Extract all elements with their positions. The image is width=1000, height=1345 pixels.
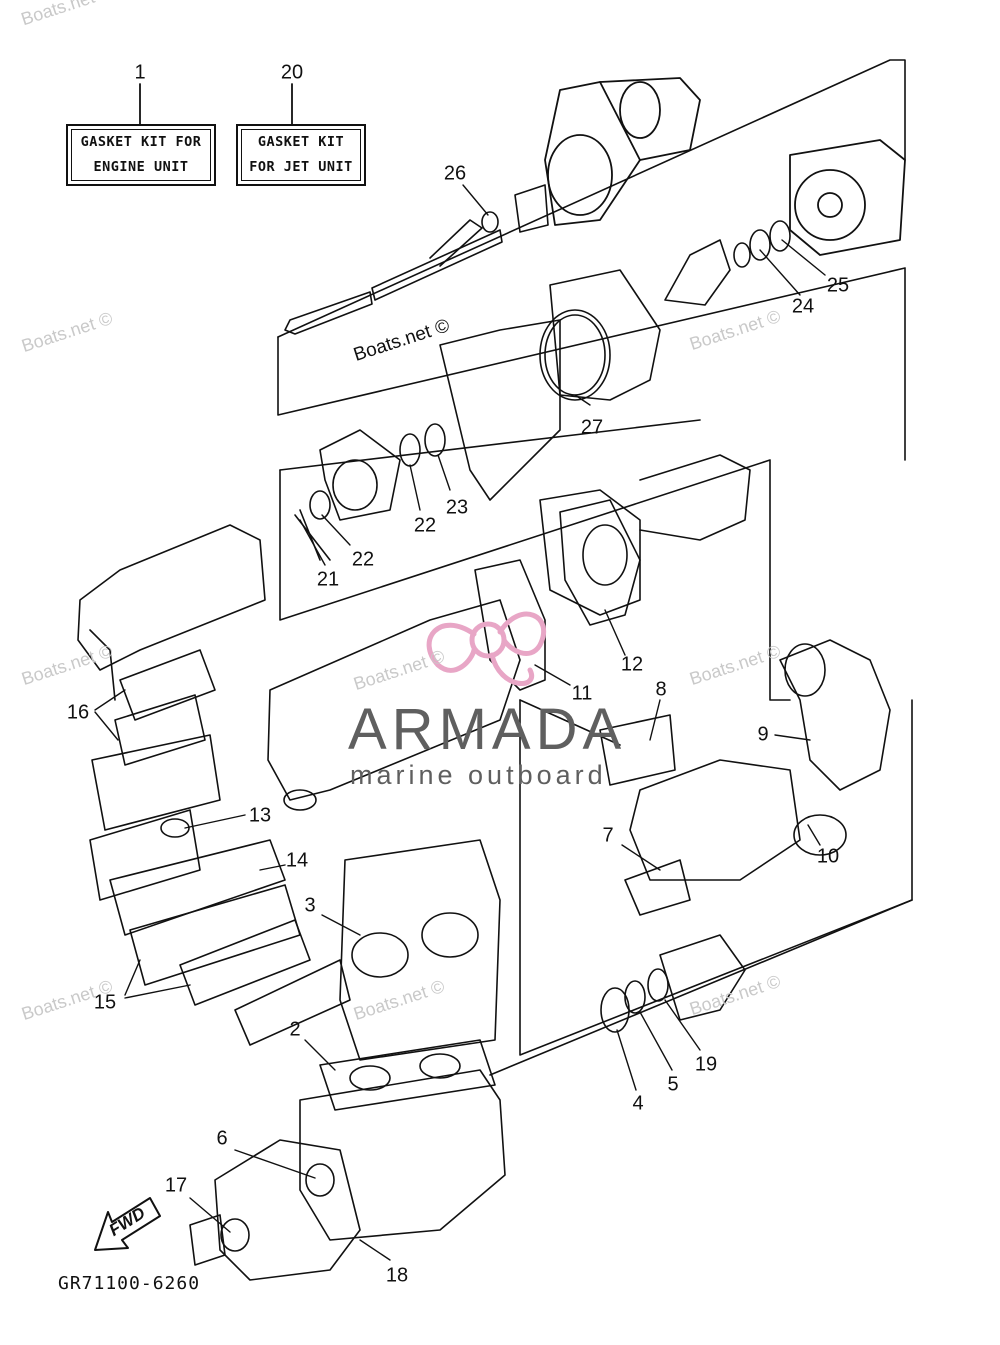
callout-14: 14 [285,849,309,872]
diagram-part-code: GR71100-6260 [58,1273,201,1294]
callout-13: 13 [248,804,272,827]
callout-8: 8 [655,678,667,701]
callout-5: 5 [667,1073,679,1096]
callout-17: 17 [164,1174,188,1197]
kit-20-line-2: FOR JET UNIT [249,159,353,175]
kit-1-number: 1 [134,61,146,84]
reed-valve-gaskets [109,839,351,1046]
gasket-kit-engine-unit-box: GASKET KIT FOR ENGINE UNIT [66,124,216,186]
exhaust-chamber-left [77,524,266,701]
callout-leaders [94,184,826,1261]
callout-15: 15 [93,991,117,1014]
armada-brand-tagline: marine outboard [350,760,607,790]
callout-6: 6 [216,1127,228,1150]
intermediate-housing [439,269,661,501]
exhaust-gasket-11 [474,559,546,691]
cylinder-head-gasket [319,1039,496,1111]
exhaust-manifold [267,599,521,811]
steering-nozzle [789,139,906,256]
callout-26: 26 [443,162,467,185]
callout-4: 4 [632,1092,644,1115]
callout-22a: 22 [413,514,437,537]
callout-25: 25 [826,274,850,297]
callout-12: 12 [620,653,644,676]
callout-7: 7 [602,824,614,847]
exhaust-manifold-13 [89,809,201,901]
exhaust-gasket-12 [559,499,641,626]
seal-and-bearing-set [481,184,791,261]
callout-16: 16 [66,701,90,724]
impeller [664,239,751,306]
callout-18: 18 [385,1264,409,1287]
duct-bearings [294,423,446,561]
kit-1-line-1: GASKET KIT FOR [80,134,202,150]
callout-19: 19 [694,1053,718,1076]
armada-brand-name: ARMADA [348,697,627,762]
gasket-kit-jet-unit-box: GASKET KIT FOR JET UNIT [236,124,366,186]
callout-23: 23 [445,496,469,519]
callout-9: 9 [757,723,769,746]
jet-unit-frame [277,59,913,1076]
cylinder-block [339,839,501,1061]
kit-1-line-2: ENGINE UNIT [93,159,189,175]
kit-20-number: 20 [280,61,304,84]
crankshaft-seals [600,934,746,1033]
intake-manifold [599,714,801,916]
callout-3: 3 [304,894,316,917]
exhaust-gaskets-16 [91,649,221,831]
fwd-arrow [94,1197,161,1251]
exhaust-pipe [539,454,751,616]
callout-27: 27 [580,416,604,439]
callout-2: 2 [289,1018,301,1041]
crankcase [299,1069,506,1241]
callout-21: 21 [316,568,340,591]
kit-20-line-1: GASKET KIT [257,134,345,150]
armada-logo-emblem [426,611,547,686]
flywheel-cover [189,1139,361,1281]
muffler-elbow [779,639,891,856]
callout-11: 11 [571,682,593,705]
impeller-shaft [284,219,503,335]
callout-24: 24 [791,295,815,318]
callout-10: 10 [816,845,840,868]
callout-22b: 22 [351,548,375,571]
jet-pump-housing [544,77,701,226]
